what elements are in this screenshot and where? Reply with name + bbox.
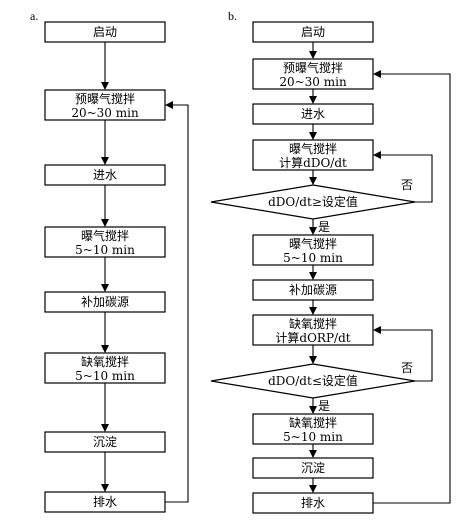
panel-a-step-settle-label: 沉淀 bbox=[93, 435, 117, 449]
panel-b-step-settle: 沉淀 bbox=[252, 457, 374, 479]
panel-b-step-anoxic: 缺氧搅拌 5~10 min bbox=[252, 413, 374, 445]
panel-a-step-pre-aeration-label: 预曝气搅拌 bbox=[75, 91, 135, 106]
panel-b-step-settle-label: 沉淀 bbox=[301, 461, 325, 475]
panel-a-step-pre-aeration-time: 20~30 min bbox=[71, 106, 139, 120]
panel-a-step-aeration: 曝气搅拌 5~10 min bbox=[44, 226, 166, 258]
panel-a-step-carbon-dosing-label: 补加碳源 bbox=[81, 295, 129, 309]
panel-b-step-start-label: 启动 bbox=[301, 25, 325, 39]
panel-a-step-anoxic-time: 5~10 min bbox=[75, 369, 135, 383]
panel-b-step-fill: 进水 bbox=[252, 103, 374, 125]
panel-b-orp-no-loop-arrow bbox=[373, 326, 433, 382]
panel-b-step-pre-aeration: 预曝气搅拌 20~30 min bbox=[252, 58, 374, 90]
panel-a-step-start-label: 启动 bbox=[93, 25, 117, 39]
panel-b-decision-orp-no-label: 否 bbox=[401, 361, 413, 375]
panel-b-step-anoxic-calc-label: 缺氧搅拌 bbox=[289, 316, 337, 331]
panel-b-decision-orp: dDO/dt≤设定值 bbox=[210, 363, 416, 399]
panel-b-step-drain: 排水 bbox=[252, 492, 374, 514]
panel-a-step-fill-label: 进水 bbox=[93, 168, 117, 182]
panel-a-step-anoxic: 缺氧搅拌 5~10 min bbox=[44, 352, 166, 384]
panel-a-connectors bbox=[101, 42, 189, 503]
panel-b-step-aeration-label: 曝气搅拌 bbox=[289, 236, 337, 251]
panel-b-decision-do-yes-label: 是 bbox=[318, 220, 330, 234]
panel-a-step-drain-label: 排水 bbox=[93, 495, 117, 509]
panel-a-step-pre-aeration: 预曝气搅拌 20~30 min bbox=[44, 89, 166, 121]
panel-b-step-anoxic-calc: 缺氧搅拌 计算dORP/dt bbox=[252, 314, 374, 346]
panel-b-step-drain-label: 排水 bbox=[301, 496, 325, 510]
panel-a-loop-back-arrow bbox=[165, 101, 189, 503]
panel-b-step-fill-label: 进水 bbox=[301, 107, 325, 121]
panel-b-decision-orp-yes-label: 是 bbox=[318, 399, 330, 413]
panel-b-step-pre-aeration-time: 20~30 min bbox=[279, 75, 347, 89]
panel-a-step-carbon-dosing: 补加碳源 bbox=[44, 291, 166, 313]
panel-a-step-drain: 排水 bbox=[44, 491, 166, 513]
panel-b-step-anoxic-calc-formula: 计算dORP/dt bbox=[275, 330, 350, 345]
panel-a-step-fill: 进水 bbox=[44, 164, 166, 186]
panel-b-step-aeration-time: 5~10 min bbox=[283, 251, 343, 265]
panel-b-decision-do-no-label: 否 bbox=[401, 178, 413, 192]
panel-b-decision-orp-condition: dDO/dt≤设定值 bbox=[268, 373, 358, 388]
panel-b-label: b. bbox=[228, 9, 237, 23]
panel-b-step-aeration-calc: 曝气搅拌 计算dDO/dt bbox=[252, 139, 374, 171]
panel-b-step-aeration-calc-label: 曝气搅拌 bbox=[289, 141, 337, 156]
panel-a-step-aeration-time: 5~10 min bbox=[75, 243, 135, 257]
panel-a-step-settle: 沉淀 bbox=[44, 431, 166, 453]
panel-b-step-pre-aeration-label: 预曝气搅拌 bbox=[283, 60, 343, 75]
panel-b-step-carbon-dosing: 补加碳源 bbox=[252, 279, 374, 301]
panel-a-step-aeration-label: 曝气搅拌 bbox=[81, 228, 129, 243]
panel-b-step-carbon-dosing-label: 补加碳源 bbox=[289, 283, 337, 297]
panel-b-do-no-loop-arrow bbox=[373, 151, 433, 203]
panel-b-drain-loop-back-arrow bbox=[373, 70, 451, 504]
panel-b-step-anoxic-time: 5~10 min bbox=[283, 430, 343, 444]
panel-b-step-aeration-calc-formula: 计算dDO/dt bbox=[279, 155, 347, 170]
panel-b-connectors bbox=[309, 42, 451, 504]
panel-b-decision-do-condition: dDO/dt≥设定值 bbox=[268, 194, 358, 209]
panel-b-step-start: 启动 bbox=[252, 21, 374, 43]
panel-a-step-start: 启动 bbox=[44, 21, 166, 43]
panel-b-decision-do: dDO/dt≥设定值 bbox=[210, 184, 416, 220]
panel-a-step-anoxic-label: 缺氧搅拌 bbox=[81, 354, 129, 369]
panel-b-step-aeration: 曝气搅拌 5~10 min bbox=[252, 234, 374, 266]
panel-b-step-anoxic-label: 缺氧搅拌 bbox=[289, 415, 337, 430]
panel-a-label: a. bbox=[30, 9, 38, 23]
